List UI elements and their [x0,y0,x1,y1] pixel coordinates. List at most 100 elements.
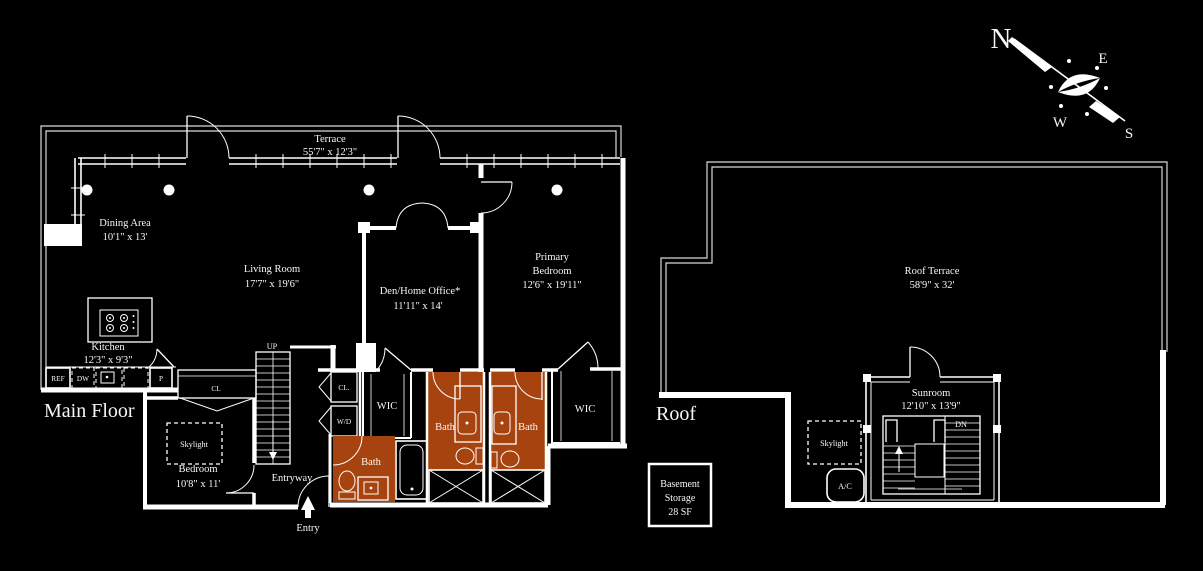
compass-north-label: N [991,23,1012,55]
hall-closet-label: CL [211,384,221,393]
roof-skylight-label: Skylight [820,439,848,448]
closet-door [179,397,255,412]
primary-bedroom-label-2: Bedroom [532,266,571,277]
sunroom-label: Sunroom [912,388,951,399]
roof-title: Roof [656,403,696,425]
stairs-up-label: UP [267,342,278,351]
stairs-up: UP [255,342,291,465]
bath3-door-arc [514,371,543,400]
stair-rail [933,419,946,442]
sink-vanity-icon [454,385,482,443]
window-wall-left [44,158,85,246]
dw-label: DW [77,374,89,383]
compass-west-label: W [1053,115,1068,131]
bath2-label: Bath [435,422,456,433]
den-label: Den/Home Office* [380,286,461,297]
french-door-arc [395,202,423,229]
window-wall-top [78,154,620,168]
stair-arrow-head [895,446,903,454]
stair-well [914,443,945,478]
den-walls [356,202,481,372]
primary-door-arc [480,181,513,214]
roof-terrace-label: Roof Terrace [905,266,960,277]
entry-door [297,475,330,508]
roof-plan: Sunroom 12'10" x 13'9" DN Skylight [656,161,1168,508]
wall [425,372,486,503]
shower-icon [428,469,484,504]
basement-storage-line1: Basement [660,479,700,490]
compass-dots [1049,59,1108,116]
kitchen-island [87,297,153,343]
columns [81,184,563,196]
compass-east-label: E [1098,51,1107,67]
wall-block [470,222,481,233]
ref-label: REF [51,374,64,383]
ac-unit: A/C [826,468,865,503]
entry-door-arc [297,475,330,508]
wic1-door-arc [376,347,386,371]
wall-cap [44,224,82,246]
wall-block [863,374,871,382]
cabinet [123,367,149,389]
terrace-railing-inner [45,130,617,390]
bedroom-label: Bedroom [178,464,217,475]
column [163,184,175,196]
closet-rod [560,371,613,441]
french-door-arc [421,202,449,229]
bedroom-section: CL Skylight Bedroom 10'8" x 11' UP Entry… [145,342,330,534]
wall-block [993,425,1001,433]
sunroom-dims: 12'10" x 13'9" [901,401,961,412]
bifold-door [318,372,332,402]
bath1: Bath [328,434,428,503]
stairs-dn-label: DN [955,420,967,429]
ac-label: A/C [838,482,852,491]
bath1-label: Bath [361,457,382,468]
bifold-door [318,406,332,436]
wall-block [358,222,370,233]
bedroom-skylight: Skylight [166,422,223,465]
window-mullions [104,154,603,168]
cooktop-icon [99,309,139,337]
compass-needle-north [1008,37,1052,72]
bath2: Bath [425,371,486,504]
terrace-railing [40,125,622,390]
wic1-label: WIC [377,401,397,412]
wall-block [356,343,376,372]
terrace-door-2 [397,115,441,159]
bath2-door-arc [432,371,461,400]
compass-needle-south [1089,101,1120,123]
toilet-icon [338,470,356,500]
washer-dryer-label: W/D [337,417,351,426]
basement-storage-line2: Storage [665,493,696,504]
hall-closet: CL [177,369,257,412]
entry-label: Entry [296,523,320,534]
roof-railing-inner [665,166,1163,392]
bath1-door-arc [332,435,363,466]
stair-treads [945,422,980,487]
roof-railing [660,161,1168,392]
toilet-icon [455,447,484,465]
main-floor-title: Main Floor [44,400,135,422]
wic2-door-leaf [557,341,589,370]
stair-arrow-head [269,452,277,460]
perimeter-walls [41,387,627,510]
compass-rose-icon: N E W S [991,23,1134,142]
stair-rail [885,419,898,442]
primary-bedroom-wall [478,164,513,372]
stairs-down: DN [882,415,981,495]
main-floor-plan: WIC CL. W/D Bath [40,115,627,534]
compass-leaf [1058,78,1100,96]
skylight-label: Skylight [180,440,208,449]
roof-terrace-dims: 58'9" x 32' [910,280,955,291]
sunroom: Sunroom 12'10" x 13'9" DN [863,346,1001,505]
kitchen-label: Kitchen [91,342,125,353]
terrace-label: Terrace [314,134,346,145]
wic1-door-leaf [384,347,412,371]
kitchen-sink-icon [95,367,123,389]
den-dims: 11'11" x 14' [393,301,442,312]
toilet-icon [490,450,520,469]
column [363,184,375,196]
basement-storage: Basement Storage 28 SF [647,462,713,528]
wic2-label: WIC [575,404,595,415]
